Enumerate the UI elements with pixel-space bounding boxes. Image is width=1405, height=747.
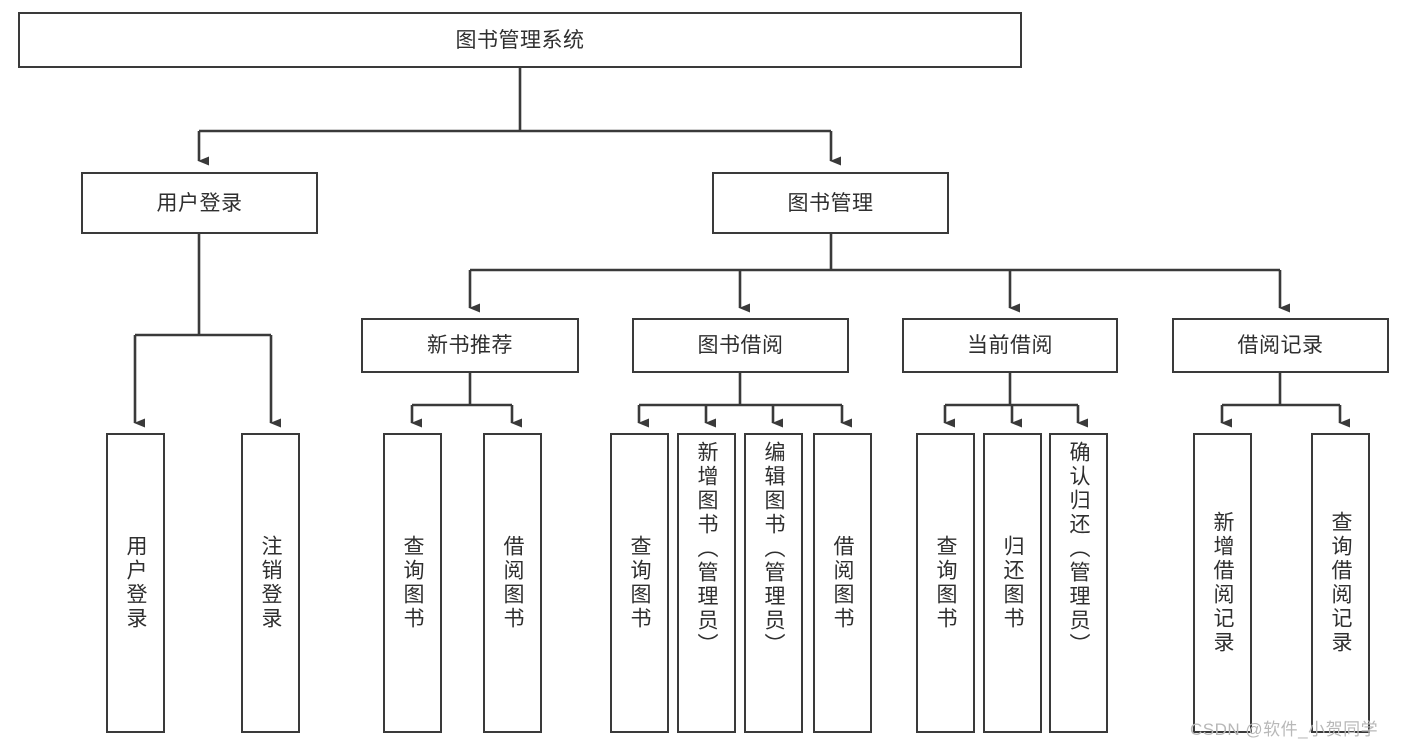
node-leaf-query-book-2[interactable]: 查询图书 <box>610 433 669 733</box>
node-leaf-borrow-book-1[interactable]: 借阅图书 <box>483 433 542 733</box>
node-leaf-query-book-2-label: 查询图书 <box>628 535 651 631</box>
node-leaf-user-login[interactable]: 用户登录 <box>106 433 165 733</box>
node-leaf-borrow-book-2-label: 借阅图书 <box>831 535 854 631</box>
node-leaf-return-book-label: 归还图书 <box>1001 535 1024 631</box>
node-leaf-query-book-1-label: 查询图书 <box>401 535 424 631</box>
node-leaf-add-book-admin[interactable]: 新增图书（管理员） <box>677 433 736 733</box>
node-leaf-add-borrow-record[interactable]: 新增借阅记录 <box>1193 433 1252 733</box>
node-leaf-borrow-book-2[interactable]: 借阅图书 <box>813 433 872 733</box>
node-leaf-edit-book-admin-label: 编辑图书（管理员） <box>762 441 785 657</box>
node-book-management[interactable]: 图书管理 <box>712 172 949 234</box>
node-leaf-query-book-3-label: 查询图书 <box>934 535 957 631</box>
node-new-book-recommend-label: 新书推荐 <box>427 334 513 357</box>
node-book-borrow[interactable]: 图书借阅 <box>632 318 849 373</box>
node-new-book-recommend[interactable]: 新书推荐 <box>361 318 579 373</box>
node-leaf-confirm-return-admin[interactable]: 确认归还（管理员） <box>1049 433 1108 733</box>
node-leaf-user-login-label: 用户登录 <box>124 535 147 631</box>
node-leaf-add-borrow-record-label: 新增借阅记录 <box>1211 511 1234 655</box>
node-leaf-query-book-3[interactable]: 查询图书 <box>916 433 975 733</box>
node-leaf-return-book[interactable]: 归还图书 <box>983 433 1042 733</box>
node-leaf-query-book-1[interactable]: 查询图书 <box>383 433 442 733</box>
node-borrow-record[interactable]: 借阅记录 <box>1172 318 1389 373</box>
node-current-borrow[interactable]: 当前借阅 <box>902 318 1118 373</box>
node-leaf-query-borrow-record-label: 查询借阅记录 <box>1329 511 1352 655</box>
node-leaf-edit-book-admin[interactable]: 编辑图书（管理员） <box>744 433 803 733</box>
node-leaf-query-borrow-record[interactable]: 查询借阅记录 <box>1311 433 1370 733</box>
watermark: CSDN @软件_小贺同学 <box>1190 720 1379 739</box>
node-root-label: 图书管理系统 <box>455 28 585 52</box>
node-leaf-confirm-return-admin-label: 确认归还（管理员） <box>1067 441 1090 657</box>
node-user-login[interactable]: 用户登录 <box>81 172 318 234</box>
node-borrow-record-label: 借阅记录 <box>1237 334 1324 357</box>
node-leaf-logout-label: 注销登录 <box>259 535 282 631</box>
node-current-borrow-label: 当前借阅 <box>967 334 1053 357</box>
node-book-borrow-label: 图书借阅 <box>697 334 784 357</box>
node-user-login-label: 用户登录 <box>156 191 243 215</box>
node-book-management-label: 图书管理 <box>787 191 874 215</box>
node-leaf-borrow-book-1-label: 借阅图书 <box>501 535 524 631</box>
node-root[interactable]: 图书管理系统 <box>18 12 1022 68</box>
node-leaf-logout[interactable]: 注销登录 <box>241 433 300 733</box>
node-leaf-add-book-admin-label: 新增图书（管理员） <box>695 441 718 657</box>
